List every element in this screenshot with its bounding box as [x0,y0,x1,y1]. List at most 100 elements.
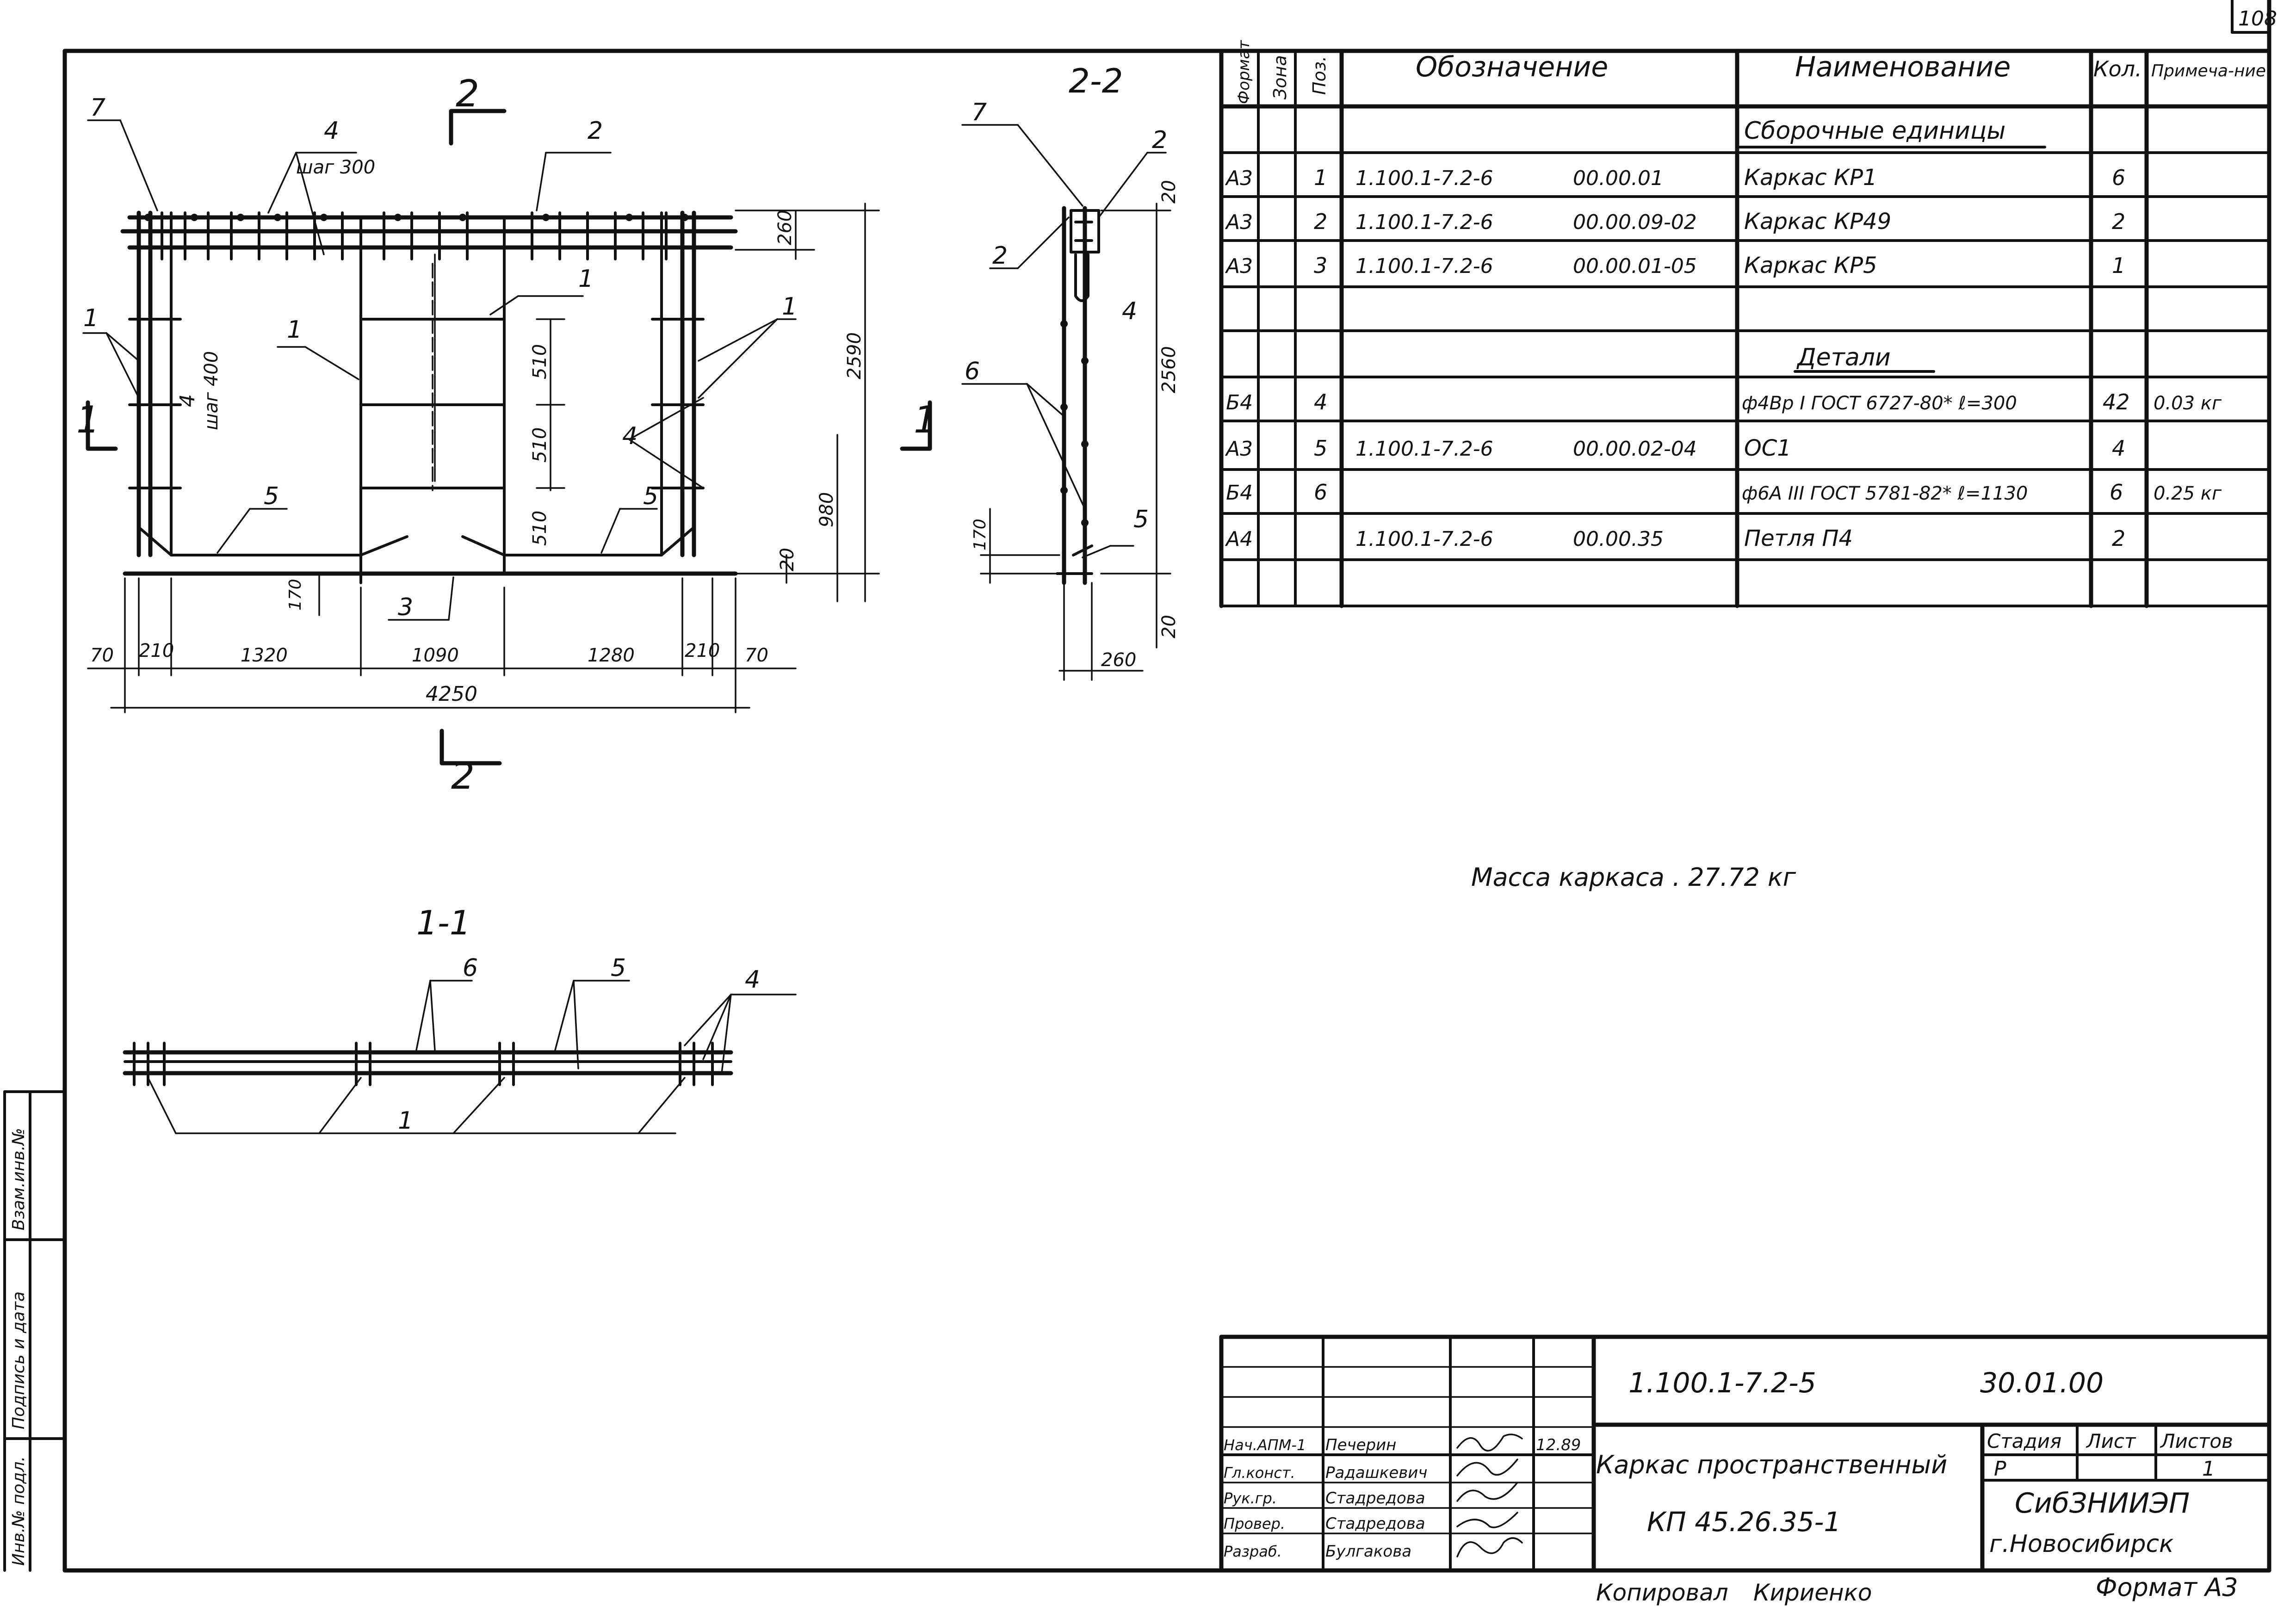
spec-row7-designation: 1.100.1-7.2-6 [1355,527,1493,551]
tb-org-line1: СибЗНИИЭП [2015,1487,2190,1520]
fv-callout-4: 4 [324,117,339,145]
fv-callout-1d: 1 [782,293,797,321]
spec-header-note: Примеча-ние [2151,62,2266,80]
spec-row2-code: 00.00.09-02 [1573,210,1697,234]
spec-row3-pos: 3 [1314,253,1327,278]
fv-dim-1280: 1280 [588,645,635,666]
tb-org-line2: г.Новосибирск [1989,1530,2174,1558]
spec-section-assemblies: Сборочные единицы [1744,117,2005,145]
tb-name-5: Булгакова [1325,1542,1411,1561]
tb-title-line2: КП 45.26.35-1 [1647,1506,1841,1538]
s22-dim-20-top: 20 [1158,180,1180,204]
s11-callout-1: 1 [398,1107,413,1135]
spec-row1-name: Каркас КР1 [1744,165,1877,191]
spec-header-zone: Зона [1270,55,1290,99]
side-stamp-inv: Инв.№ подл. [9,1456,28,1566]
top-rail-ticks [161,211,668,260]
mass-note: Масса каркаса . 27.72 кг [1471,863,1796,892]
spec-header-format: Формат [1235,40,1253,104]
fv-callout-4-left: 4 [176,394,199,407]
footer-copied: Копировал [1596,1579,1728,1606]
tb-role-3: Рук.гр. [1224,1489,1277,1507]
sheet-frame [62,0,2271,1573]
fv-callout-1c: 1 [83,304,99,332]
tb-stage-header: Стадия [1987,1430,2061,1452]
tb-signatures [1456,1434,1523,1557]
spec-row7-format: А4 [1225,527,1253,551]
fv-dim-1090: 1090 [412,645,459,666]
section-2-2 [961,124,1171,681]
fv-callout-1b: 1 [287,316,302,344]
spec-row3-qty: 1 [2112,253,2125,278]
s22-dim-2560: 2560 [1158,346,1180,393]
s22-callout-4: 4 [1122,297,1137,325]
spec-header-qty: Кол. [2093,56,2142,81]
spec-row6-name: ф6А III ГОСТ 5781-82* ℓ=1130 [1742,483,2028,504]
fv-dim-510c: 510 [529,511,551,546]
spec-row4-qty: 42 [2103,389,2130,414]
fv-callout-3: 3 [398,593,413,621]
footer-copier: Кириенко [1753,1579,1872,1606]
s22-callout-6: 6 [965,358,980,385]
tb-sheets: 1 [2202,1457,2215,1481]
spec-row5-designation: 1.100.1-7.2-6 [1355,437,1493,461]
fv-callout-step300: шаг 300 [296,157,375,178]
tb-role-5: Разраб. [1224,1543,1282,1560]
spec-row6-qty: 6 [2110,480,2123,505]
footer-format: Формат А3 [2096,1573,2238,1602]
spec-row5-pos: 5 [1314,436,1327,461]
s22-title: 2-2 [1069,62,1123,100]
s22-dim-20-bottom: 20 [1158,615,1180,638]
tb-doc-code: 1.100.1-7.2-5 [1628,1367,1816,1399]
spec-row2-qty: 2 [2112,209,2125,234]
fv-dim-210-right: 210 [685,640,720,661]
spec-row4-pos: 4 [1314,389,1327,414]
s22-callout-2-right: 2 [1152,126,1167,154]
fv-side-mark-right: 1 [914,398,937,441]
tb-role-1: Нач.АПМ-1 [1224,1436,1306,1454]
spec-row2-name: Каркас КР49 [1744,209,1891,235]
s22-dim-170: 170 [971,519,990,550]
spec-header-name: Наименование [1795,51,2011,83]
spec-row1-code: 00.00.01 [1573,167,1664,190]
spec-row3-name: Каркас КР5 [1744,253,1877,278]
fv-callout-2: 2 [588,117,603,145]
tb-name-3: Стадредова [1325,1489,1425,1508]
tb-sheet-header: Лист [2086,1430,2136,1452]
fv-section-mark-bottom: 2 [451,754,475,797]
fv-dim-70-right: 70 [745,645,768,666]
spec-row7-name: Петля П4 [1744,525,1853,551]
fv-dim-2590: 2590 [844,332,865,379]
side-stamp-sign: Подпись и дата [9,1291,28,1429]
spec-row6-note: 0.25 кг [2154,483,2222,504]
tb-stage: Р [1994,1457,2006,1481]
tb-role-2: Гл.конст. [1224,1464,1295,1482]
fv-callout-5b: 5 [643,482,658,510]
fv-dim-260: 260 [774,210,796,245]
tb-sheets-header: Листов [2160,1430,2233,1452]
fv-dim-total-4250: 4250 [426,682,477,706]
tb-date-1: 12.89 [1536,1436,1581,1454]
fv-section-mark-top: 2 [456,72,479,115]
fv-callout-1a: 1 [578,265,594,293]
s22-dim-260: 260 [1101,649,1136,671]
spec-row2-pos: 2 [1314,209,1327,234]
fv-side-mark-left: 1 [76,398,100,441]
fv-dim-70-left: 70 [90,645,114,666]
spec-row3-designation: 1.100.1-7.2-6 [1355,254,1493,278]
fv-dim-980: 980 [816,492,837,527]
s11-callout-5: 5 [611,954,626,982]
spec-row5-format: А3 [1225,437,1253,461]
spec-row4-format: Б4 [1226,391,1253,414]
side-stamp [3,1090,66,1572]
tb-name-4: Стадредова [1325,1514,1425,1533]
s22-callout-5: 5 [1133,506,1149,533]
spec-row1-qty: 6 [2112,165,2125,190]
spec-header-designation: Обозначение [1416,51,1608,83]
s22-callout-2-left: 2 [992,242,1008,270]
fv-callout-4-right: 4 [622,422,637,450]
fv-dim-20: 20 [777,548,798,571]
spec-row5-name: ОС1 [1744,435,1791,461]
fv-dim-1320: 1320 [241,645,288,666]
